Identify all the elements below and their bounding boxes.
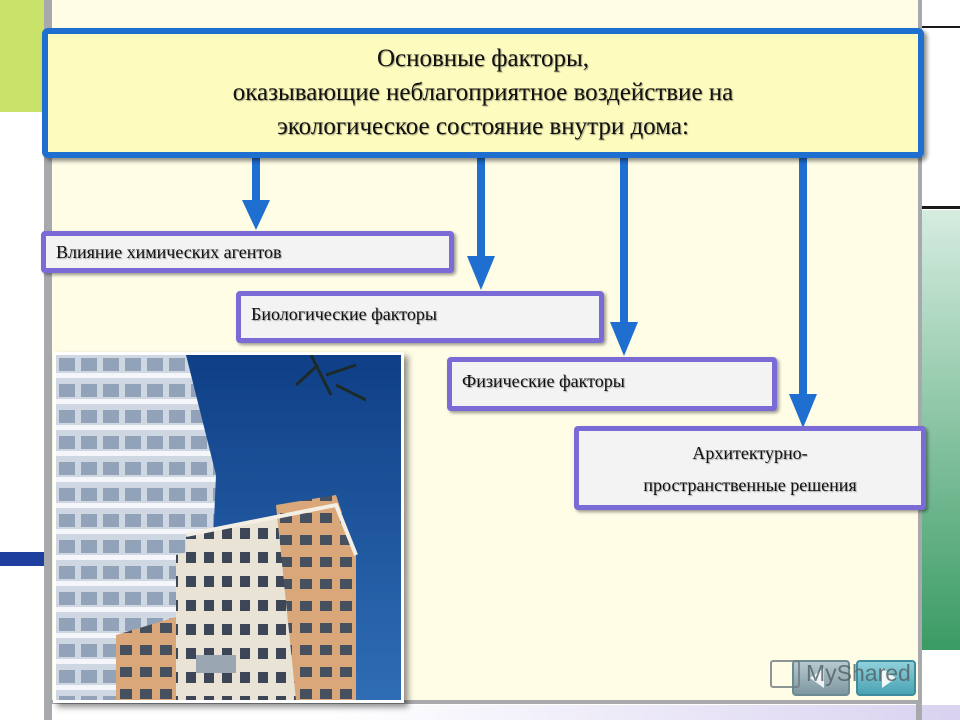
arrowhead-physical [610,322,638,356]
bottom-lavender-bar [330,705,960,720]
title-line-1: Основные факторы, [376,45,590,72]
factor-physical-label: Физические факторы [462,371,625,391]
watermark-text: MyShared [806,660,911,686]
left-gray-frame [44,0,52,720]
left-white-panel [0,112,46,552]
right-top-line [920,26,960,28]
factor-biological-label: Биологические факторы [251,304,437,324]
left-blue-bar [0,552,46,566]
right-black-line [918,206,960,209]
title-line-2: оказывающие неблагоприятное воздействие … [232,79,734,106]
factor-chemical: Влияние химических агентов [41,231,454,273]
arrowhead-chemical [242,200,270,230]
next-arrow-icon [882,668,896,688]
arrowhead-architecture [789,394,817,428]
title-line-3: экологическое состояние внутри дома: [277,113,689,140]
prev-arrow-icon [810,668,824,688]
factor-architecture-line-2: пространственные решения [643,475,857,495]
factor-architecture-line-1: Архитектурно- [692,443,808,463]
building-photo [53,352,404,703]
factor-biological: Биологические факторы [236,291,604,343]
factor-architecture: Архитектурно- пространственные решения [574,426,926,510]
factor-chemical-label: Влияние химических агентов [56,242,282,262]
right-green-gradient-panel [922,210,960,650]
building-illustration [56,355,401,700]
right-white-panel [920,0,960,210]
arrowhead-biological [467,256,495,290]
right-gray-frame [916,0,922,720]
next-button[interactable] [856,660,916,696]
factor-physical: Физические факторы [447,357,777,411]
bottom-gray-frame [44,698,922,704]
title-box: Основные факторы, оказывающие неблагопри… [42,28,924,158]
watermark-icon [770,660,800,688]
prev-button[interactable] [792,660,850,696]
